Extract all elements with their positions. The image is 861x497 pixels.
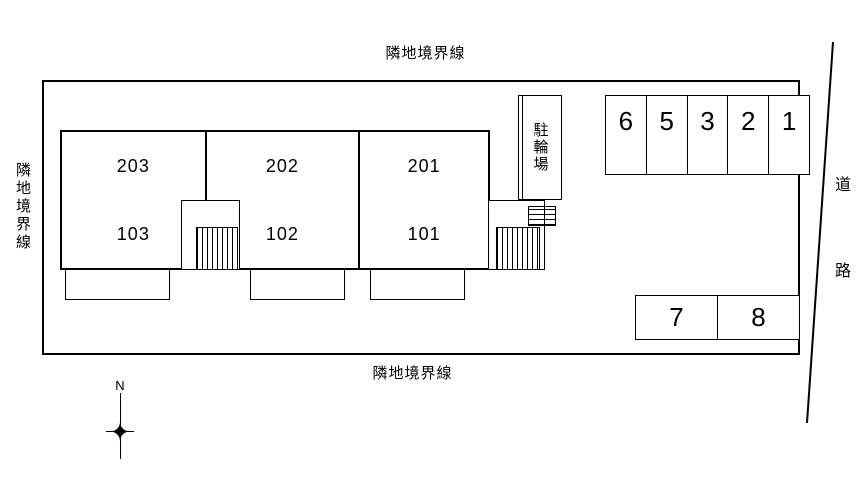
room-number-203: 203: [116, 155, 150, 176]
compass-cross-line: [106, 431, 134, 432]
compass-north-label: N: [115, 378, 125, 393]
boundary-label-top: 隣地境界線: [385, 45, 466, 62]
porch-left: [65, 270, 170, 300]
stair-treads-icon: [196, 227, 238, 270]
room-number-101: 101: [407, 223, 441, 244]
parking-row-bottom: 7 8: [635, 295, 800, 340]
road-label: 道路: [832, 176, 849, 348]
parking-stall-7: 7: [636, 296, 718, 339]
bicycle-parking-label: 駐輪場: [531, 122, 549, 173]
parking-stall-1: 1: [781, 106, 797, 136]
stairwell-left: [181, 200, 240, 270]
compass-needle-line: [120, 393, 121, 459]
parking-stall-3: 3: [688, 96, 729, 174]
parking-stall-6: 6: [606, 96, 647, 174]
boundary-label-left: 隣地境界線: [14, 162, 31, 252]
room-number-102: 102: [265, 223, 299, 244]
parking-row-top: 6 5 3 2 1: [605, 95, 810, 175]
building-outline: 203 103 202 102 201 101: [60, 130, 490, 270]
unit-201-101: 201 101: [360, 132, 488, 268]
compass-rose: N ✦: [103, 378, 137, 462]
room-number-202: 202: [265, 155, 299, 176]
boundary-label-bottom: 隣地境界線: [372, 365, 453, 382]
porch-middle: [250, 270, 345, 300]
room-number-103: 103: [116, 223, 150, 244]
compass-star-icon: ✦: [109, 417, 131, 447]
parking-stall-2: 2: [728, 96, 770, 174]
room-number-201: 201: [407, 155, 441, 176]
unit-202-102: 202 102: [207, 132, 361, 268]
stair-landing: [528, 206, 556, 226]
parking-stall-5: 5: [647, 96, 688, 174]
porch-right: [370, 270, 465, 300]
site-boundary: [42, 80, 800, 355]
bicycle-parking-area: 駐輪場: [518, 95, 562, 200]
parking-stall-8: 8: [751, 302, 766, 332]
stair-treads-icon: [496, 227, 540, 270]
